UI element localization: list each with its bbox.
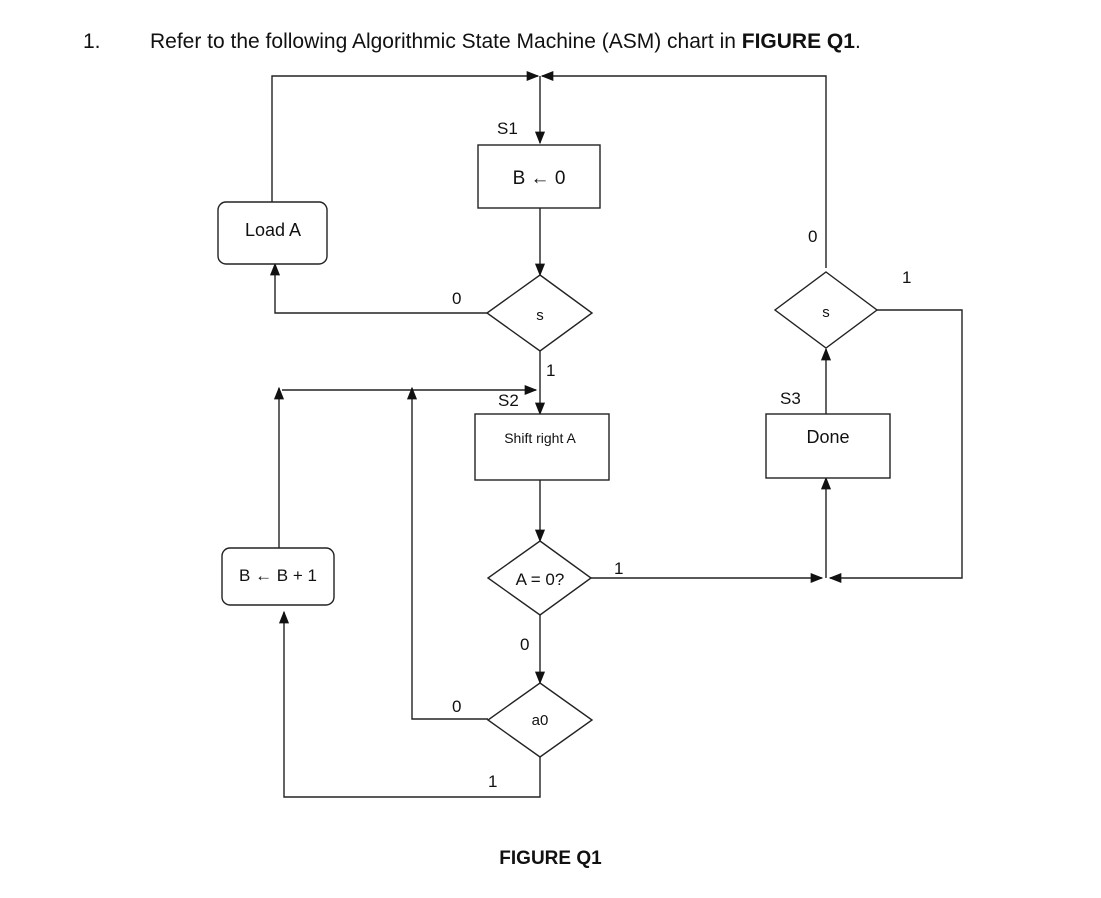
flow-line-s-zero-to-loadA	[269, 262, 487, 314]
conditional-output-incr	[221, 547, 335, 606]
branch-a-zero-zero: 0	[520, 635, 529, 654]
conditional-output-incr-label: B ← B + 1	[239, 566, 317, 585]
branch-s1-zero: 0	[452, 289, 461, 308]
branch-a0-one: 1	[488, 772, 497, 791]
state-box-s2	[474, 413, 610, 481]
branch-s3-zero: 0	[808, 227, 817, 246]
conditional-output-loadA	[217, 201, 328, 265]
decision-s3-condition: s	[822, 304, 830, 321]
question-text: Refer to the following Algorithmic State…	[150, 30, 861, 54]
decision-s1	[485, 274, 594, 352]
branch-s3-one: 1	[902, 268, 911, 287]
state-action-s3: Done	[806, 427, 849, 447]
state-action-s2: Shift right A	[504, 430, 576, 446]
state-action-s1: B ← 0	[513, 168, 566, 189]
branch-a-zero-one: 1	[614, 559, 623, 578]
flow-line-s3-zero-to-top	[540, 70, 827, 268]
decision-s3	[773, 271, 879, 349]
figure-caption: FIGURE Q1	[499, 848, 602, 869]
branch-s1-one: 1	[546, 361, 555, 380]
question-number: 1.	[83, 30, 101, 53]
state-box-s3	[765, 413, 891, 479]
decision-a-zero	[486, 540, 593, 616]
branch-a0-zero: 0	[452, 697, 461, 716]
state-label-s3: S3	[780, 389, 801, 408]
state-label-s1: S1	[497, 119, 518, 138]
decision-s1-condition: s	[536, 307, 544, 324]
decision-a-zero-condition: A = 0?	[516, 570, 565, 589]
decision-a0-condition: a0	[532, 712, 549, 729]
state-label-s2: S2	[498, 391, 519, 410]
decision-a0	[486, 682, 594, 758]
flow-line-a0-zero-up	[406, 386, 488, 720]
question-text-before: Refer to the following Algorithmic State…	[150, 30, 742, 53]
flow-line-a0-one-to-incr	[278, 610, 541, 798]
flow-line-s3-one-to-s3	[828, 309, 963, 584]
conditional-output-loadA-label: Load A	[245, 220, 301, 240]
figure-reference: FIGURE Q1	[741, 30, 855, 53]
flow-line-loadA-to-top	[271, 70, 540, 202]
state-box-s1	[477, 144, 601, 209]
question-text-after: .	[854, 30, 861, 53]
